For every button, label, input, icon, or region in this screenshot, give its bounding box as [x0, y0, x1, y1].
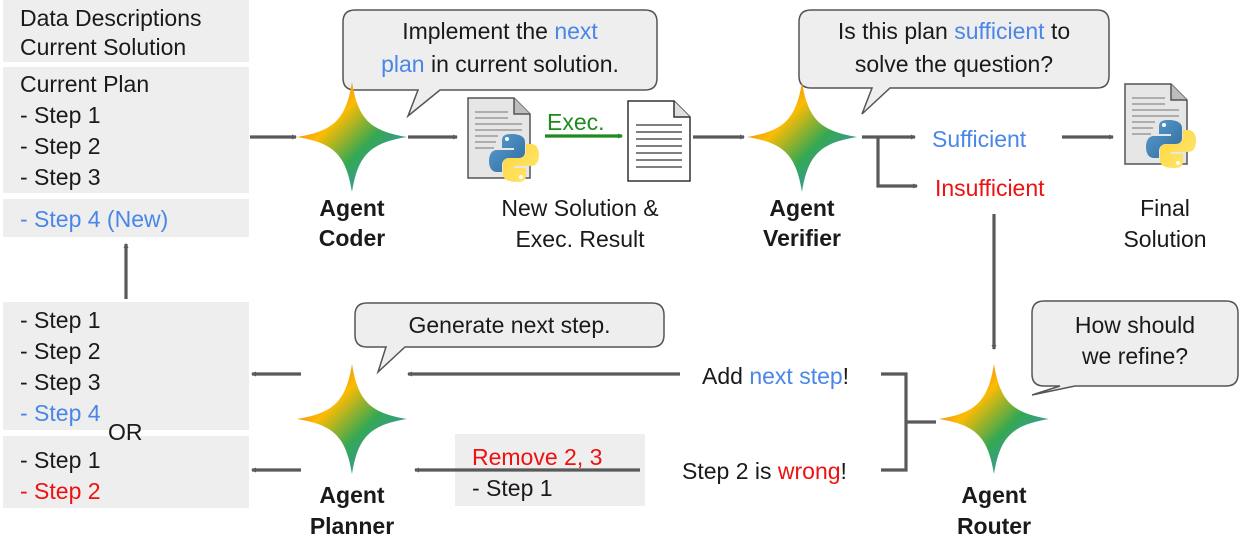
- speech-bubbles: [342, 9, 1239, 396]
- add-option-step: - Step 1: [20, 307, 101, 333]
- coder-agent-label: Agent: [319, 195, 385, 221]
- coder-agent-label: Coder: [318, 225, 386, 251]
- remove-steps-header: Remove 2, 3: [472, 444, 603, 470]
- new-step-box: [3, 199, 249, 237]
- planner-agent-icon: [297, 364, 407, 474]
- remove-option-wrong-step: - Step 2: [20, 478, 101, 504]
- or-label: OR: [108, 419, 143, 445]
- add-next-step-label: Add next step!: [702, 363, 850, 389]
- context-line: Current Solution: [20, 34, 187, 60]
- remove-option-box: [3, 436, 249, 508]
- coder-bubble-line2: plan in current solution.: [381, 51, 619, 77]
- planner-agent-label: Agent: [319, 482, 385, 508]
- planner-agent-label: Planner: [309, 513, 395, 539]
- new-solution-label: New Solution &: [501, 195, 659, 221]
- router-bubble-line1: How should: [1074, 312, 1196, 338]
- final-python-file-icon: [1124, 83, 1197, 169]
- current-plan-box: [3, 67, 249, 193]
- plan-step: - Step 2: [20, 133, 101, 159]
- add-option-box: [3, 302, 249, 430]
- new-step: - Step 4 (New): [20, 206, 169, 232]
- router-agent-label: Agent: [961, 482, 1027, 508]
- add-option-new-step: - Step 4: [20, 400, 101, 426]
- context-line: Data Descriptions: [20, 5, 202, 31]
- planner-bubble-text: Generate next step.: [408, 312, 611, 338]
- exec-label: Exec.: [547, 109, 605, 135]
- insufficient-label: Insufficient: [935, 175, 1045, 201]
- verifier-bubble-line1: Is this plan sufficient to: [837, 18, 1071, 44]
- plan-step: - Step 1: [20, 102, 101, 128]
- remove-option-step: - Step 1: [20, 447, 101, 473]
- plan-step: - Step 3: [20, 164, 101, 190]
- arrows: [123, 134, 1114, 473]
- new-solution-label: Exec. Result: [515, 226, 645, 252]
- add-option-step: - Step 2: [20, 338, 101, 364]
- plan-title: Current Plan: [20, 71, 150, 97]
- router-agent-label: Router: [956, 513, 1032, 539]
- final-solution-label: Solution: [1123, 226, 1207, 252]
- router-bubble: [1031, 300, 1239, 396]
- remove-steps-step: - Step 1: [472, 475, 553, 501]
- router-bracket: [881, 372, 908, 472]
- verifier-bubble: [798, 9, 1110, 115]
- coder-bubble-line1: Implement the next: [402, 18, 598, 44]
- verifier-agent-icon: [747, 82, 857, 192]
- verifier-bubble-line2: solve the question?: [854, 51, 1054, 77]
- verifier-agent-label: Agent: [769, 195, 835, 221]
- coder-agent-icon: [297, 82, 407, 192]
- arrow-to-insufficient: [876, 137, 918, 189]
- coder-bubble: [342, 9, 658, 119]
- sufficient-label: Sufficient: [932, 126, 1027, 152]
- router-bubble-line2: we refine?: [1081, 343, 1189, 369]
- verifier-agent-label: Verifier: [763, 225, 841, 251]
- add-option-step: - Step 3: [20, 369, 101, 395]
- python-file-icon: [467, 97, 540, 183]
- planner-bubble: [354, 302, 665, 375]
- step2-wrong-label: Step 2 is wrong!: [682, 458, 847, 484]
- final-solution-label: Final: [1140, 195, 1190, 221]
- result-document-icon: [627, 100, 691, 182]
- context-box: [3, 0, 249, 62]
